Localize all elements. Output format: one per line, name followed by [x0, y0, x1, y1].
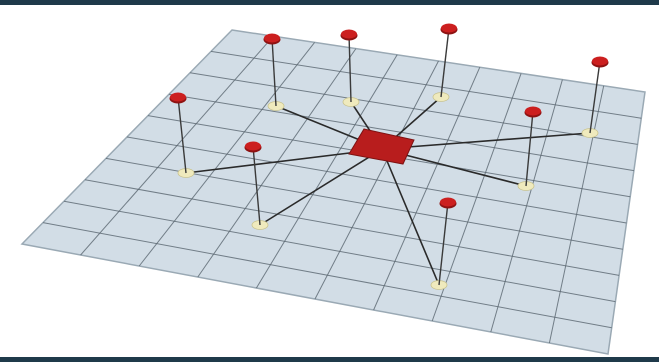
marker-head [592, 57, 608, 66]
marker-head [525, 107, 541, 116]
marker-head [245, 142, 261, 151]
marker-head [170, 93, 186, 102]
marker-head [341, 30, 357, 39]
ground-plane [22, 30, 645, 354]
marker-head [440, 198, 456, 207]
bottom-border [0, 357, 659, 362]
marker-head [264, 34, 280, 43]
marker-head [441, 24, 457, 33]
